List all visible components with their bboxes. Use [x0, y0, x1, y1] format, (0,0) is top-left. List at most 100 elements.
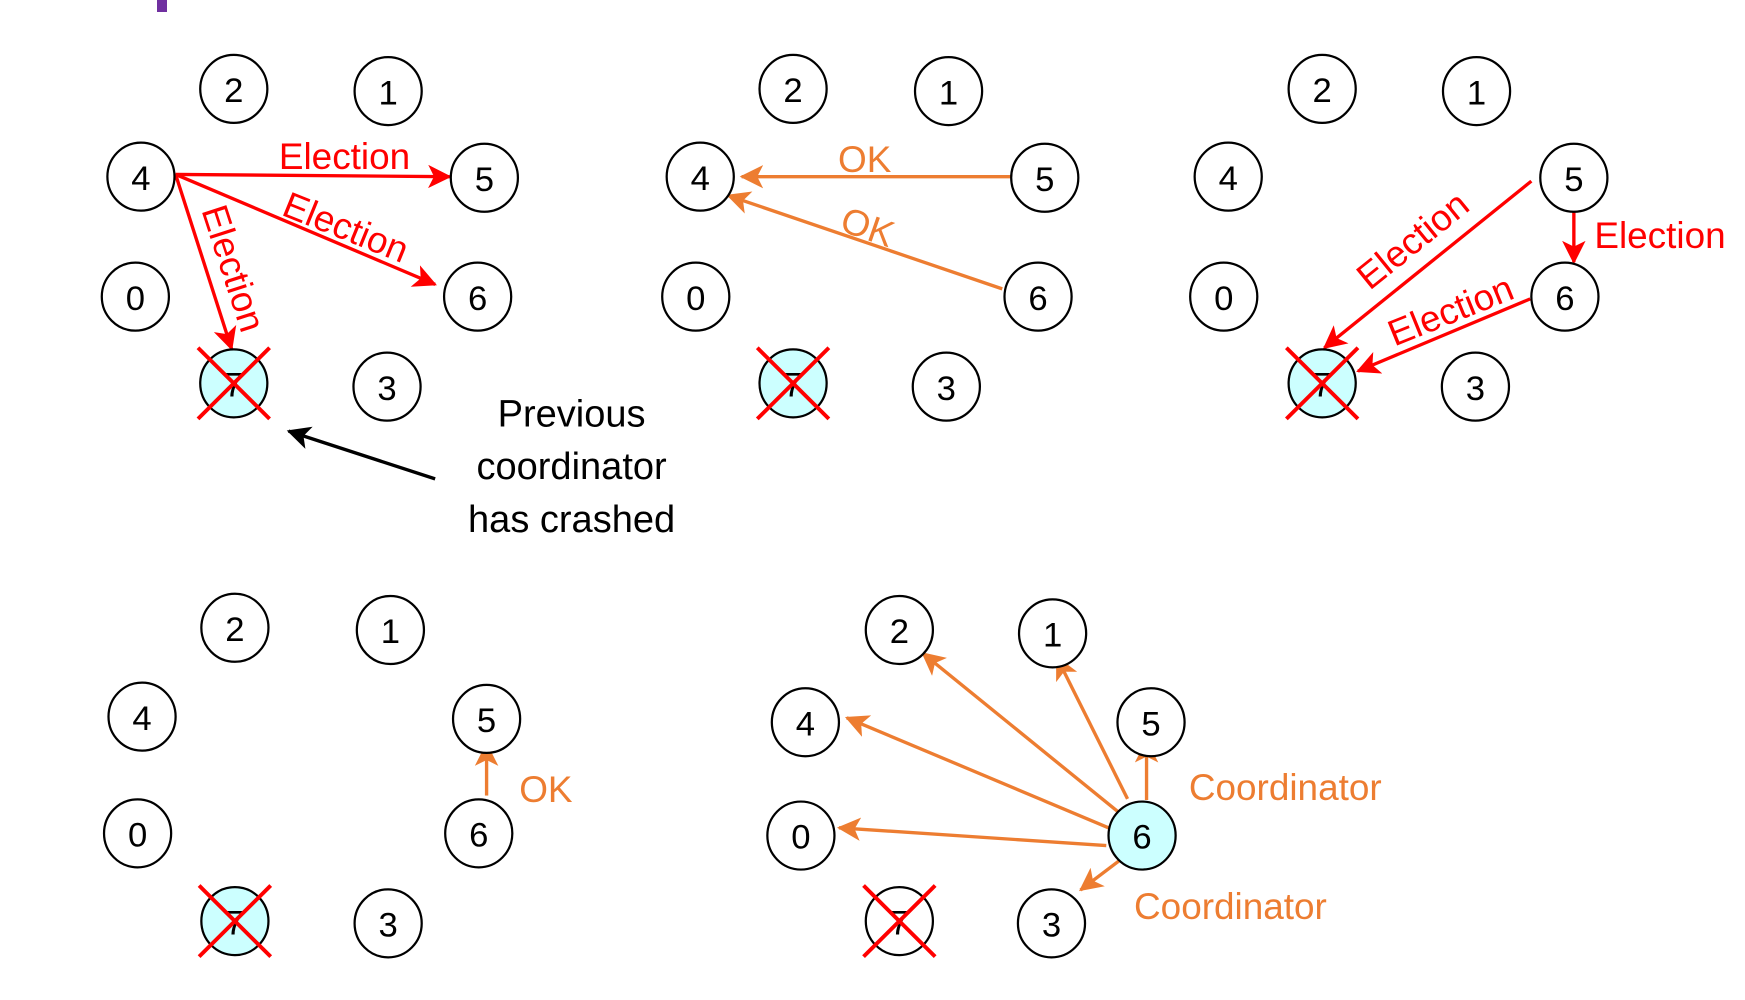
node-circle: [1010, 142, 1080, 213]
crashed-cross-mark: [197, 884, 273, 959]
node-label: 4: [691, 160, 710, 198]
node-circle: [1116, 687, 1186, 758]
process-node-5: 5: [1116, 687, 1186, 758]
process-node-5: 5: [1539, 142, 1609, 213]
ok-message-label: OK: [838, 139, 892, 180]
coordinator-message-arrow: [836, 817, 1107, 848]
panels-layer: 21450673ElectionElectionElection21450673…: [100, 53, 1726, 959]
process-node-4: 4: [106, 141, 176, 212]
node-circle: [199, 53, 269, 125]
node-label: 1: [379, 74, 398, 112]
panel-b: 21450673OKOK: [661, 53, 1080, 422]
panel-a: 21450673ElectionElectionElection: [100, 53, 520, 422]
node-circle: [1441, 56, 1512, 127]
process-node-7: 7: [196, 346, 271, 421]
process-node-3: 3: [353, 888, 423, 959]
node-circle: [355, 594, 426, 666]
ok-message-label: OK: [836, 199, 900, 255]
election-message-arrow: [1356, 297, 1531, 374]
process-node-6: 6: [1530, 261, 1600, 332]
node-circle: [1440, 351, 1511, 422]
process-node-2: 2: [200, 592, 270, 663]
pointer-arrow: [286, 426, 436, 481]
process-node-0: 0: [1189, 261, 1259, 332]
coordinator-message-arrow: [844, 715, 1110, 830]
crashed-cross-mark: [196, 346, 271, 421]
process-node-5: 5: [451, 683, 522, 755]
node-circle: [911, 351, 982, 422]
node-label: 6: [469, 817, 488, 855]
annotation-line-3: has crashed: [468, 499, 675, 541]
process-node-0: 0: [102, 798, 173, 869]
annotation-line-1: Previous: [498, 394, 646, 436]
crashed-cross-mark: [1284, 346, 1360, 421]
node-label: 5: [477, 702, 496, 740]
node-circle: [1530, 261, 1600, 332]
node-circle: [864, 594, 935, 666]
process-node-2: 2: [864, 594, 935, 666]
annotation-line-2: coordinator: [476, 446, 666, 488]
ok-message-arrow: [726, 191, 1003, 291]
coordinator-message-label: Coordinator: [1134, 886, 1327, 927]
election-message-arrow: [1322, 179, 1533, 350]
node-circle: [200, 592, 270, 663]
node-label: 6: [1028, 280, 1047, 318]
crashed-cross-mark: [755, 346, 831, 421]
node-circle: [451, 683, 522, 755]
process-node-4: 4: [770, 687, 841, 758]
node-label: 3: [379, 907, 398, 945]
process-node-1: 1: [913, 56, 984, 127]
node-label: 5: [1141, 706, 1160, 744]
node-label: 2: [225, 611, 244, 649]
process-node-2: 2: [758, 53, 828, 125]
node-circle: [106, 141, 176, 212]
node-circle: [1016, 888, 1087, 959]
node-circle: [1189, 261, 1259, 332]
node-label: 0: [1214, 280, 1233, 318]
crashed-cross-mark: [862, 884, 937, 959]
node-circle: [353, 888, 423, 959]
process-node-6: 6: [442, 261, 513, 332]
coordinator-message-arrow: [1055, 656, 1130, 800]
process-node-0: 0: [661, 261, 731, 332]
process-node-1: 1: [1017, 598, 1088, 669]
ok-message-label: OK: [519, 769, 573, 810]
process-node-4: 4: [665, 141, 735, 212]
crash-annotation: Previous coordinator has crashed: [286, 394, 675, 541]
process-node-3: 3: [352, 351, 422, 422]
process-node-7: 7: [197, 884, 273, 959]
process-node-5: 5: [449, 142, 520, 213]
panel-e: 21450673CoordinatorCoordinator: [766, 594, 1382, 959]
node-circle: [102, 798, 173, 869]
node-circle: [1003, 261, 1073, 332]
node-circle: [1287, 53, 1357, 125]
node-circle: [766, 800, 836, 871]
node-label: 3: [937, 370, 956, 408]
node-label: 6: [468, 280, 487, 318]
process-node-2: 2: [1287, 53, 1357, 125]
process-node-4: 4: [107, 681, 177, 752]
node-circle: [1539, 142, 1609, 213]
process-node-7: 7: [862, 884, 937, 959]
panel-d: 2 1 4 5 0 6 7 3 OK: [102, 592, 573, 959]
node-label: 4: [132, 700, 151, 738]
process-node-0: 0: [100, 261, 171, 332]
node-circle: [758, 53, 828, 125]
node-label: 1: [381, 613, 400, 651]
node-circle: [913, 56, 984, 127]
node-circle: [353, 56, 423, 127]
slide-accent-bar: [157, 0, 167, 12]
node-label: 3: [1042, 907, 1061, 945]
node-label: 2: [783, 72, 802, 110]
election-message-arrow: [175, 164, 452, 189]
process-node-6: 6: [1003, 261, 1073, 332]
process-node-6: 6: [1107, 800, 1177, 871]
node-circle: [1193, 141, 1263, 212]
node-label: 0: [686, 280, 705, 318]
node-circle: [770, 687, 841, 758]
process-node-3: 3: [1016, 888, 1087, 959]
node-label: 4: [1219, 160, 1238, 198]
node-label: 0: [791, 819, 810, 857]
election-message-label: Election: [279, 136, 410, 177]
